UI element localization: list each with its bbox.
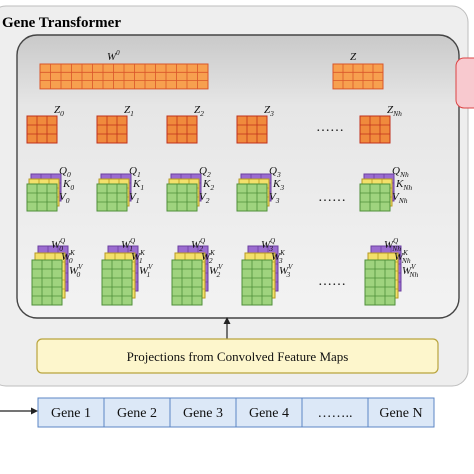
v-label-3: V3 — [269, 191, 280, 205]
gene-token-4: Gene 4 — [235, 397, 303, 428]
z-head-matrix-2 — [166, 115, 198, 144]
v-label-0: V0 — [59, 191, 70, 205]
k-label-3: K3 — [272, 178, 284, 192]
v-label-1: V1 — [129, 191, 139, 205]
wv-matrix-2 — [171, 259, 203, 306]
output-box — [455, 57, 474, 109]
v-label-2: V2 — [199, 191, 210, 205]
q-label-2: Q2 — [199, 165, 211, 179]
wv-matrix-3 — [241, 259, 273, 306]
v-label-4: VNh — [392, 191, 408, 205]
z-head-label-1: Z1 — [124, 104, 134, 118]
z-head-label-0: Z0 — [54, 104, 64, 118]
z-concat-grid — [332, 63, 384, 90]
z-head-label-4: ZNh — [387, 104, 402, 118]
wv-matrix-1 — [101, 259, 133, 306]
projections-label: Projections from Convolved Feature Maps — [127, 349, 349, 364]
q-label-4: QNh — [392, 165, 409, 179]
gene-token-label-1: Gene 1 — [51, 406, 91, 421]
q-label-3: Q3 — [269, 165, 281, 179]
gene-token-2: Gene 2 — [103, 397, 171, 428]
z-head-matrix-3 — [236, 115, 268, 144]
diagram-title: Gene Transformer — [2, 15, 121, 31]
v-matrix-4 — [359, 183, 391, 212]
q-label-1: Q1 — [129, 165, 141, 179]
weight-heads-ellipsis: …… — [318, 274, 346, 289]
gene-token-label-5: …….. — [318, 406, 353, 421]
qkv-heads-ellipsis: …… — [318, 190, 346, 205]
w0-label: W0 — [107, 49, 120, 63]
z-head-label-2: Z2 — [194, 104, 204, 118]
z-head-matrix-0 — [26, 115, 58, 144]
input-arrowhead — [31, 407, 38, 415]
z-heads-ellipsis: …… — [316, 120, 344, 135]
z-head-label-3: Z3 — [264, 104, 274, 118]
z-heads-row: Z0 Z1 Z2 Z3 ZNh — [26, 104, 402, 144]
k-label-4: KNh — [395, 178, 412, 192]
gene-token-label-2: Gene 2 — [117, 406, 157, 421]
gene-token-label-6: Gene N — [379, 406, 422, 421]
v-matrix-3 — [236, 183, 268, 212]
z-top-label: Z — [350, 51, 357, 63]
gene-token-6: Gene N — [367, 397, 435, 428]
gene-token-label-4: Gene 4 — [249, 406, 289, 421]
w0-grid — [39, 63, 209, 90]
gene-token-1: Gene 1 — [37, 397, 105, 428]
z-concat-matrix — [332, 63, 384, 90]
k-label-1: K1 — [132, 178, 144, 192]
v-matrix-2 — [166, 183, 198, 212]
z-head-matrix-1 — [96, 115, 128, 144]
w0-matrix — [39, 63, 209, 90]
gene-tokens-row: Gene 1 Gene 2 Gene 3 Gene 4 …….. Gene N — [37, 397, 435, 428]
k-label-0: K0 — [62, 178, 74, 192]
projections-box — [36, 338, 439, 374]
proj-to-block-arrowhead — [223, 317, 231, 324]
v-matrix-0 — [26, 183, 58, 212]
v-matrix-1 — [96, 183, 128, 212]
gene-token-5: …….. — [301, 397, 369, 428]
wv-matrix-0 — [31, 259, 63, 306]
wv-matrix-4 — [364, 259, 396, 306]
z-head-matrix-4 — [359, 115, 391, 144]
gene-token-label-3: Gene 3 — [183, 406, 223, 421]
gene-token-3: Gene 3 — [169, 397, 237, 428]
k-label-2: K2 — [202, 178, 214, 192]
q-label-0: Q0 — [59, 165, 71, 179]
